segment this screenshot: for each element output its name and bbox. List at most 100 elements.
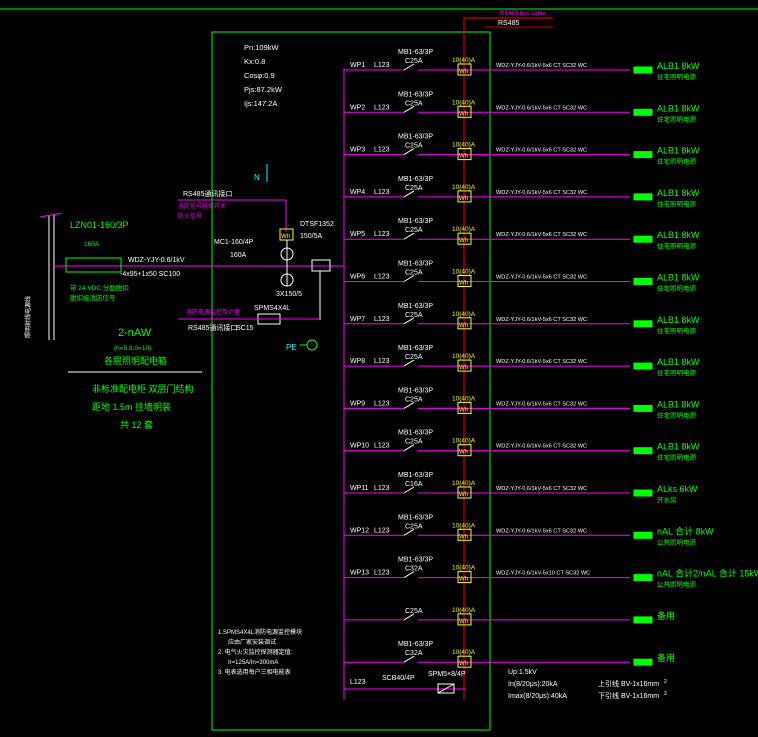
circuit-desc: 住宅照明电源 (657, 72, 697, 81)
circuit-meter: 10(40)A (452, 607, 476, 614)
panel-count: 共 12 套 (120, 419, 153, 430)
circuit-breaker: MB1-63/3P (398, 49, 433, 56)
meter-wh-text: Wh (459, 154, 468, 160)
load-indicator (633, 658, 653, 666)
circuit-rating: C25A (405, 396, 423, 403)
energy-meter (457, 571, 472, 584)
circuit-meter: 10(40)A (452, 353, 476, 360)
meter-wh-text: Wh (459, 196, 468, 202)
circuit-desc: 公共照明电源 (657, 580, 697, 589)
wire-note-1: 上引线 BV-1x16mm (598, 679, 659, 688)
circuit-breaker: MB1-63/3P (398, 430, 433, 437)
bottom-note-1: 1.SPMS4X4L消防电源监控模块 (218, 628, 302, 636)
circuit-wp: WP10 (350, 443, 369, 450)
energy-meter (457, 359, 472, 372)
meter-wh-text: Wh (459, 281, 468, 287)
energy-meter (457, 105, 472, 118)
meter-wh-text: Wh (459, 238, 468, 244)
stat-pn: Pn:109kW (244, 43, 280, 52)
incoming-spd-note1: 带 24 VDC 分励脱扣 (70, 283, 129, 292)
circuit-meter: 10(40)A (452, 311, 476, 318)
load-indicator (633, 108, 653, 116)
circuit-wp: WP5 (350, 231, 365, 238)
circuit-meter: 10(40)A (452, 184, 476, 191)
circuit-phase: L123 (374, 316, 390, 323)
stat-ijs: Ijs:147.2A (244, 99, 277, 108)
panel-size: (h=5.8,0=10) (114, 345, 151, 352)
bottom-note-2: 应由厂家安装调试 (228, 638, 276, 646)
energy-meter (457, 275, 472, 287)
energy-meter (457, 401, 472, 414)
circuit-load: 备用 (657, 610, 675, 621)
load-indicator (633, 278, 653, 285)
circuit-phase: L123 (374, 358, 390, 365)
circuit-load: ALB1 8kW (657, 103, 700, 113)
circuit-desc: 住宅照明电源 (657, 114, 697, 123)
circuit-meter: 10(40)A (452, 395, 476, 402)
breaker-contact (403, 275, 415, 282)
surge-spd-block (437, 683, 455, 694)
circuit-meter: 10(40)A (452, 57, 476, 64)
meter-wh-text: Wh (459, 365, 468, 371)
circuit-cable: WDZ-YJY-0.6/1kV-5x6 CT SC32 WC (496, 317, 587, 323)
main-breaker: MC1-160/4P (214, 239, 254, 246)
circuit-desc: 住宅照明电源 (657, 453, 697, 462)
circuit-breaker: MB1-63/3P (398, 303, 433, 310)
panel-enclosure (211, 31, 491, 731)
stat-kx: Kx:0.8 (244, 57, 265, 66)
meter-wh-text: Wh (459, 661, 468, 667)
load-indicator (633, 235, 653, 243)
incoming-cable: WDZ-YJY-0.6/1kV (128, 257, 185, 264)
circuit-cable: WDZ-YJY-0.6/1kV-5x10 CT SC32 WC (496, 571, 590, 577)
circuit-cable: WDZ-YJY-0.6/1kV-5x6 CT SC32 WC (496, 444, 587, 450)
meter-wh-text: Wh (459, 619, 468, 625)
panel-note2: 距地 1.5m 挂墙明装 (92, 401, 171, 412)
breaker-contact (403, 401, 415, 409)
circuit-rating: C25A (405, 312, 423, 319)
main-meter-rating: 150/5A (300, 233, 323, 240)
circuit-rating: C25A (405, 439, 423, 446)
circuit-wp: WP3 (350, 147, 365, 154)
circuit-wp: WP12 (350, 527, 369, 534)
circuit-rating: C25A (405, 270, 423, 277)
rs485-note: RS485通讯接口 (183, 189, 232, 198)
circuit-breaker: MB1-63/3P (398, 91, 433, 98)
circuit-load: nAL 合计 8kW (657, 525, 714, 536)
circuit-breaker: MB1-63/3P (398, 345, 433, 352)
spd-label: SPMS4X4L (254, 305, 290, 312)
circuit-phase: L123 (374, 485, 390, 492)
circuit-cable: WDZ-YJY-0.6/1kV-5x6 CT SC32 WC (496, 359, 587, 365)
load-indicator (633, 404, 653, 412)
circuit-phase: L123 (374, 274, 390, 281)
circuit-cable: WDZ-YJY-0.6/1kV-5x6 CT SC32 WC (496, 486, 587, 492)
breaker-contact (403, 486, 415, 494)
panel-note1: 非标准配电柜 双层门结构 (92, 383, 194, 394)
circuit-desc: 住宅照明电源 (657, 199, 697, 208)
circuit-desc: 公共照明电源 (657, 537, 697, 546)
breaker-contact (403, 105, 415, 113)
meter-wh-text: Wh (459, 492, 468, 498)
energy-meter (457, 63, 472, 76)
wire-sup-2: 2 (664, 691, 667, 697)
energy-meter (457, 148, 472, 161)
circuit-rating: C25A (405, 227, 423, 234)
circuit-desc: 住宅照明电源 (657, 241, 697, 250)
surge-param-1: Up:1.5kV (508, 669, 537, 676)
circuit-load: ALB1 8kW (657, 188, 700, 198)
spd-note: 消防电源监控及计量 (186, 308, 240, 316)
fire-note1: 消防信号脱扣开关 (178, 202, 226, 210)
incoming-cable2: -4x95+1x50 SC100 (120, 271, 180, 278)
circuit-cable: WDZ-YJY-0.6/1kV-5x6 CT SC32 WC (496, 105, 587, 111)
load-indicator (633, 193, 653, 201)
surge-breaker: SCB40/4P (382, 675, 415, 682)
circuit-meter: 10(40)A (452, 438, 476, 445)
surge-phase: L123 (350, 679, 366, 686)
circuit-rating: C16A (405, 481, 423, 488)
circuit-load: ALB1 8kW (657, 273, 700, 283)
surge-spd: SPM5×8/4P (428, 671, 466, 678)
circuit-desc: 住宅照明电源 (657, 368, 697, 377)
circuit-load: ALB1 8kW (657, 315, 700, 325)
circuit-phase: L123 (374, 147, 390, 154)
energy-meter (457, 486, 472, 499)
circuit-cable: WDZ-YJY-0.6/1kV-5x6 CT SC32 WC (496, 275, 587, 281)
